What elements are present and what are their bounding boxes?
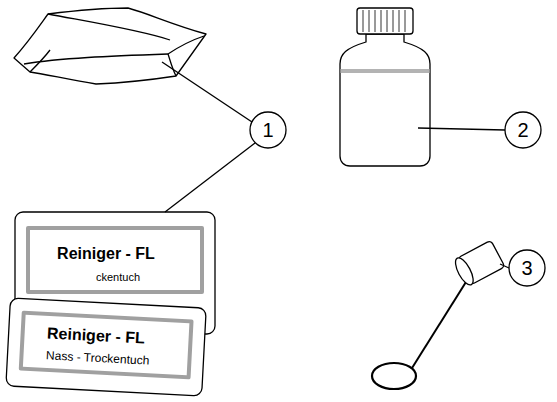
swab [372, 240, 505, 389]
cleaning-packet [6, 298, 206, 396]
packet-label: Reiniger - FL [57, 246, 155, 262]
callout-number: 1 [262, 120, 273, 140]
callout-number: 2 [517, 120, 528, 140]
bottle [340, 8, 430, 166]
packet-label: ckentuch [96, 272, 140, 283]
callout-number: 3 [521, 258, 532, 278]
leader-lines [162, 62, 545, 286]
